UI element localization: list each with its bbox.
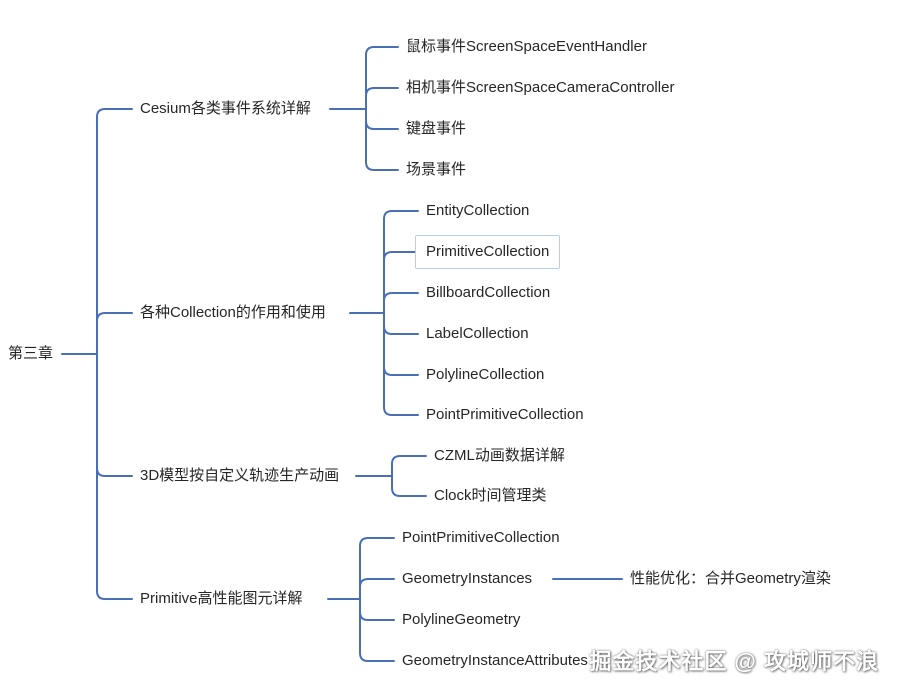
branch2-bracket-link-3 (383, 312, 419, 335)
branch2-bracket-link-0 (383, 210, 419, 314)
leaf-billboard-collection[interactable]: BillboardCollection (426, 284, 551, 301)
branch-model-animation[interactable]: 3D模型按自定义轨迹生产动画 (140, 467, 340, 484)
branch2-bracket-link-5 (383, 312, 419, 416)
branch-primitive[interactable]: Primitive高性能图元详解 (140, 590, 303, 607)
branch4-bracket-link-2 (359, 598, 395, 621)
root-bracket-link-2 (96, 353, 133, 477)
leaf-point-primitive-collection[interactable]: PointPrimitiveCollection (426, 406, 584, 423)
leaf-label-collection[interactable]: LabelCollection (426, 325, 529, 342)
branch4-bracket-link-3 (359, 598, 395, 662)
leaf-polyline-geometry[interactable]: PolylineGeometry (402, 611, 521, 628)
leaf-primitive-collection-selected[interactable]: PrimitiveCollection (415, 235, 561, 269)
branch2-bracket-link-2 (383, 292, 419, 314)
leaf-scene-events[interactable]: 场景事件 (406, 161, 467, 178)
branch1-bracket-link-3 (365, 108, 399, 171)
root-node[interactable]: 第三章 (8, 345, 54, 362)
branch2-bracket-link-1 (383, 251, 419, 314)
branch4-bracket-link-1 (359, 578, 395, 600)
branch1-bracket-link-2 (365, 108, 399, 130)
branch1-bracket-link-0 (365, 46, 399, 110)
leaf-geometry-instances[interactable]: GeometryInstances (402, 570, 533, 587)
watermark: 掘金技术社区 @ 攻城师不浪 (589, 649, 879, 674)
branch2-bracket-link-4 (383, 312, 419, 376)
leaf-keyboard-events[interactable]: 键盘事件 (406, 120, 467, 137)
root-bracket-link-1 (96, 312, 133, 355)
root-bracket-link-3 (96, 353, 133, 600)
leaf-czml[interactable]: CZML动画数据详解 (434, 447, 565, 464)
branch1-bracket-link-1 (365, 87, 399, 110)
branch4-bracket-link-0 (359, 537, 395, 600)
leaf-entity-collection[interactable]: EntityCollection (426, 202, 530, 219)
leaf-camera-events[interactable]: 相机事件ScreenSpaceCameraController (406, 79, 675, 96)
leaf-performance-optimization[interactable]: 性能优化：合并Geometry渲染 (630, 570, 831, 587)
root-bracket-link-0 (96, 108, 133, 355)
branch-collections[interactable]: 各种Collection的作用和使用 (140, 304, 326, 321)
branch3-bracket-link-1 (391, 475, 427, 497)
branch3-bracket-link-0 (391, 455, 427, 477)
leaf-point-primitive-collection-2[interactable]: PointPrimitiveCollection (402, 529, 560, 546)
leaf-geometry-instance-attributes[interactable]: GeometryInstanceAttributes (402, 652, 588, 669)
leaf-mouse-events[interactable]: 鼠标事件ScreenSpaceEventHandler (406, 38, 647, 55)
leaf-polyline-collection[interactable]: PolylineCollection (426, 366, 545, 383)
branch-events[interactable]: Cesium各类事件系统详解 (140, 100, 311, 117)
leaf-clock[interactable]: Clock时间管理类 (434, 487, 547, 504)
